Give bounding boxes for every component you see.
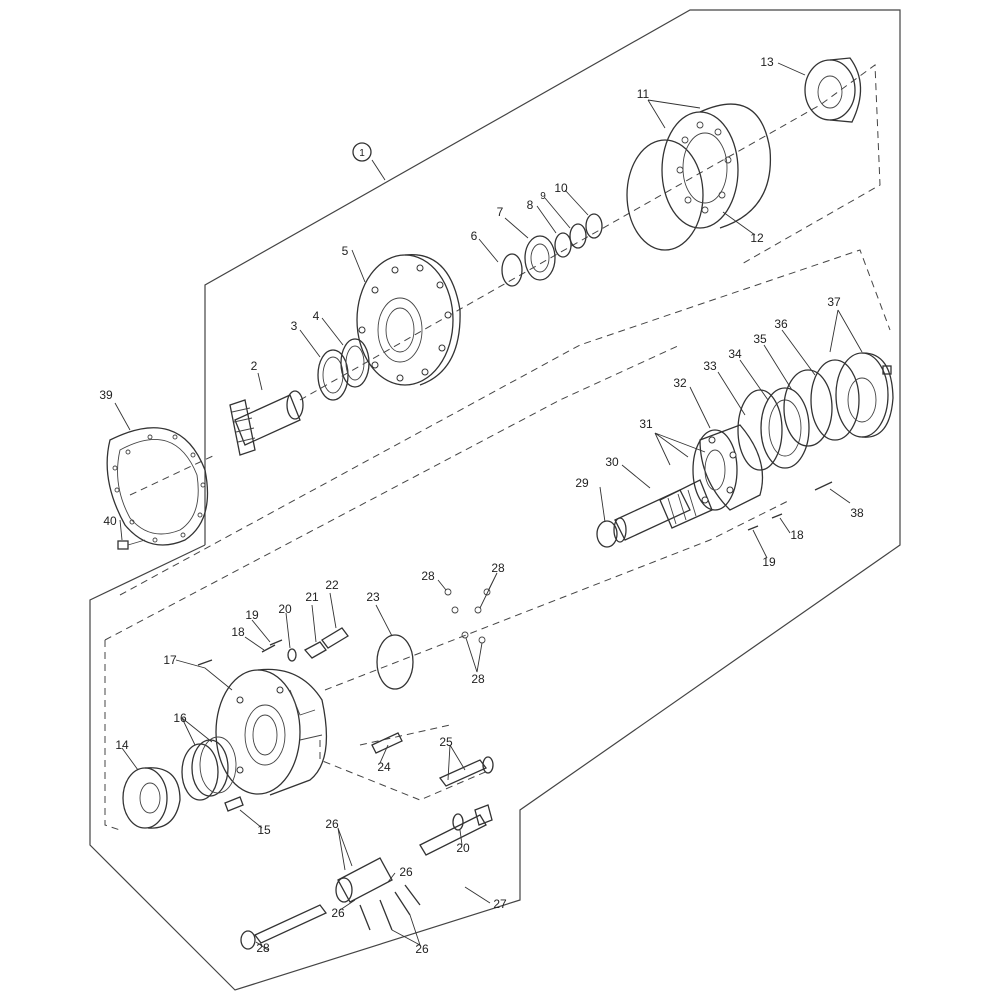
balls-28 xyxy=(444,588,491,644)
callout-12: 12 xyxy=(750,231,764,245)
bolt-24 xyxy=(371,732,403,754)
pin-17 xyxy=(197,659,213,666)
valve-22 xyxy=(321,627,349,649)
end-cap-37 xyxy=(835,352,894,438)
callout-33: 33 xyxy=(703,359,717,373)
callout-8: 8 xyxy=(527,198,534,212)
assembly-frame xyxy=(89,9,901,991)
callout-37: 37 xyxy=(827,295,841,309)
ring-9 xyxy=(569,223,587,249)
ring-34 xyxy=(760,387,810,469)
callout-27: 27 xyxy=(493,897,507,911)
callout-29: 29 xyxy=(575,476,589,490)
seal-29 xyxy=(596,520,618,548)
callout-35: 35 xyxy=(753,332,767,346)
lower-centerline-b xyxy=(104,344,681,831)
callout-17: 17 xyxy=(163,653,177,667)
callout-22: 22 xyxy=(325,578,339,592)
callout-5: 5 xyxy=(342,244,349,258)
end-bearing-13 xyxy=(804,57,862,123)
callout-30: 30 xyxy=(605,455,619,469)
callout-32: 32 xyxy=(673,376,687,390)
bearing-3 xyxy=(317,349,349,401)
ring-10 xyxy=(585,213,603,239)
callout-28-d: 28 xyxy=(256,941,270,955)
callout-26-b: 26 xyxy=(399,865,413,879)
callout-labels: 1 2 3 4 5 6 7 8 9 10 11 12 13 14 15 16 1… xyxy=(99,55,864,956)
callout-23: 23 xyxy=(366,590,380,604)
plug-21 xyxy=(303,641,327,659)
callout-19-b: 19 xyxy=(762,555,776,569)
plate-33 xyxy=(737,389,783,471)
callout-20-a: 20 xyxy=(278,602,292,616)
callout-24: 24 xyxy=(377,760,391,774)
callout-14: 14 xyxy=(115,738,129,752)
seal-ring-11 xyxy=(626,139,704,251)
ring-36 xyxy=(810,359,860,441)
gasket-plate xyxy=(106,427,209,546)
callout-2: 2 xyxy=(251,359,258,373)
callout-13: 13 xyxy=(760,55,774,69)
ring-8 xyxy=(554,232,572,258)
housing-flange xyxy=(356,254,461,386)
pin-18 xyxy=(261,644,276,653)
callout-1-circle xyxy=(352,142,372,162)
callout-39: 39 xyxy=(99,388,113,402)
callout-16: 16 xyxy=(173,711,187,725)
ring-6 xyxy=(501,253,523,287)
callout-21: 21 xyxy=(305,590,319,604)
lower-centerline-d xyxy=(319,740,491,801)
callout-31: 31 xyxy=(639,417,653,431)
callout-28-c: 28 xyxy=(471,672,485,686)
cylinder-block xyxy=(692,424,764,511)
drive-shaft xyxy=(613,479,713,543)
callout-1: 1 xyxy=(359,148,365,159)
callout-28-b: 28 xyxy=(491,561,505,575)
bearing-7 xyxy=(524,235,556,281)
callout-36: 36 xyxy=(774,317,788,331)
callout-25: 25 xyxy=(439,735,453,749)
ring-20 xyxy=(287,648,297,662)
o-ring-23 xyxy=(376,634,414,690)
callout-19-a: 19 xyxy=(245,608,259,622)
callout-26-a: 26 xyxy=(325,817,339,831)
callout-26-d: 26 xyxy=(415,942,429,956)
ring-housing-12 xyxy=(661,103,772,229)
callout-6: 6 xyxy=(471,229,478,243)
callout-38: 38 xyxy=(850,506,864,520)
callout-7: 7 xyxy=(497,205,504,219)
leader-lines xyxy=(114,62,863,951)
callout-3: 3 xyxy=(291,319,298,333)
callout-15: 15 xyxy=(257,823,271,837)
callout-10: 10 xyxy=(554,181,568,195)
bolt-40 xyxy=(117,539,146,550)
callout-26-c: 26 xyxy=(331,906,345,920)
pin-19 xyxy=(269,639,283,646)
pin-18-upper xyxy=(771,513,783,519)
end-plate-14 xyxy=(122,767,181,829)
bolt-37 xyxy=(882,365,892,375)
plate-35 xyxy=(783,369,833,447)
callout-28-a: 28 xyxy=(421,569,435,583)
spline-gear xyxy=(229,390,304,456)
springs-16 xyxy=(181,736,237,801)
callout-18-a: 18 xyxy=(231,625,245,639)
callout-9: 9 xyxy=(540,191,546,202)
lower-centerline-c xyxy=(324,499,791,746)
callout-11: 11 xyxy=(637,87,650,101)
manifold-27 xyxy=(240,804,493,950)
callout-20-b: 20 xyxy=(456,841,470,855)
bolt-15 xyxy=(224,796,244,812)
main-housing xyxy=(215,668,328,796)
callout-40: 40 xyxy=(103,514,117,528)
ring-20-lower xyxy=(452,813,464,831)
pin-19-upper xyxy=(747,525,759,531)
callout-34: 34 xyxy=(728,347,742,361)
callout-18-b: 18 xyxy=(790,528,804,542)
callout-4: 4 xyxy=(313,309,320,323)
valve-25 xyxy=(438,756,494,787)
pin-38 xyxy=(814,481,833,491)
